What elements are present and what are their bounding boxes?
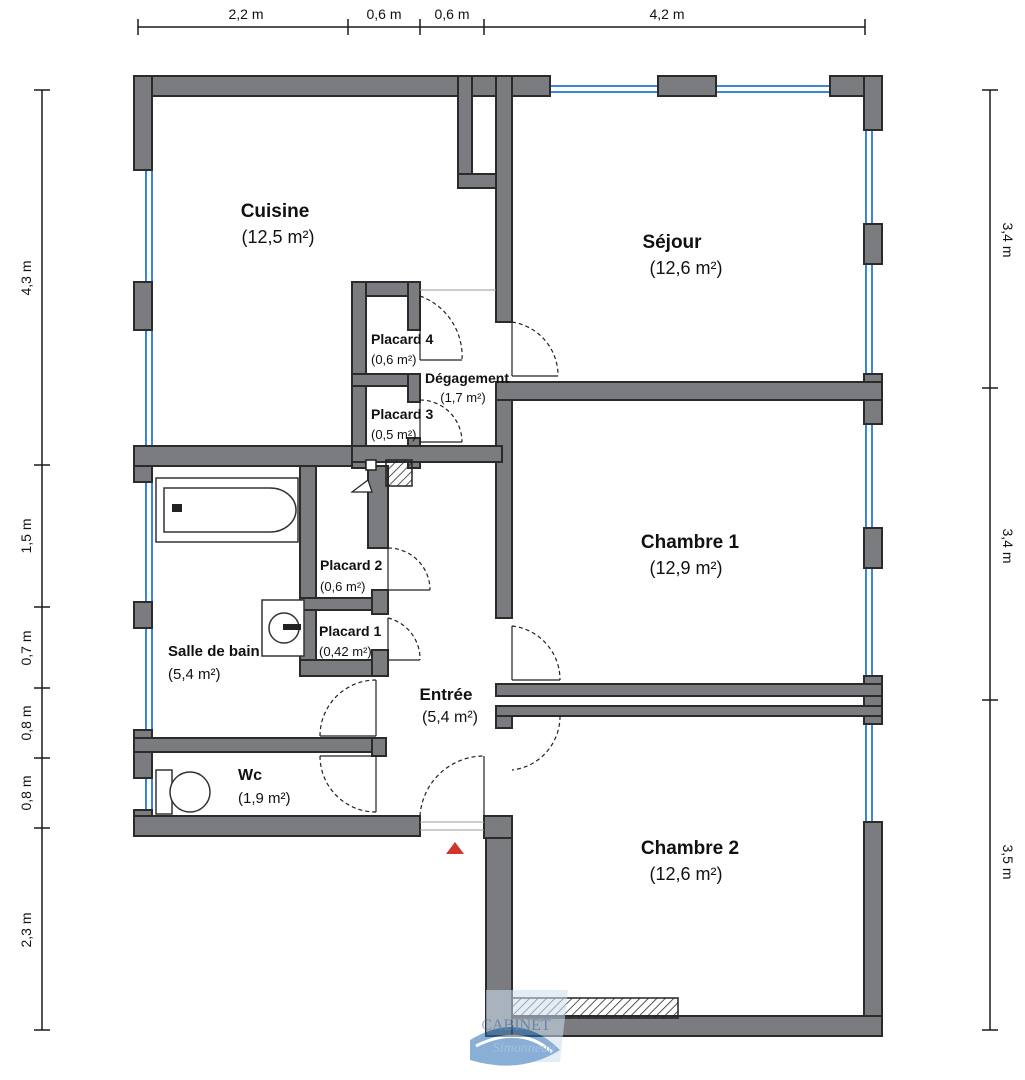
room-name-placard4: Placard 4 [371,331,433,347]
dim-right-1: 3,4 m [1000,222,1016,257]
window-bain-2 [145,625,153,733]
dim-left-6: 2,3 m [18,912,34,947]
room-name-placard3: Placard 3 [371,406,433,422]
walls [133,75,883,1037]
dim-top-3: 0,6 m [434,6,469,22]
window-bain-1 [145,481,153,603]
room-area-salle-de-bain: (5,4 m²) [168,666,221,683]
window-ch2-1 [865,721,873,825]
dim-left-1: 4,3 m [18,260,34,295]
vent-icon [350,479,373,493]
room-area-placard4: (0,6 m²) [371,352,417,367]
room-area-chambre2: (12,6 m²) [649,864,722,884]
dim-top-2: 0,6 m [366,6,401,22]
room-name-chambre2: Chambre 2 [641,838,739,859]
room-area-placard3: (0,5 m²) [371,427,417,442]
window-sejour-4 [865,261,873,375]
room-name-degagement: Dégagement [425,370,509,386]
room-name-entree: Entrée [420,685,473,704]
dim-right-3: 3,5 m [1000,844,1016,879]
dimension-left: 4,3 m 1,5 m 0,7 m 0,8 m 0,8 m 2,3 m [18,89,50,1031]
room-area-chambre1: (12,9 m²) [649,558,722,578]
dim-top-1: 2,2 m [228,6,263,22]
room-area-placard2: (0,6 m²) [320,579,366,594]
window-cuisine-2 [145,329,153,449]
watermark-logo: CABINET Simonneau [470,990,568,1066]
dimension-top: 2,2 m 0,6 m 0,6 m 4,2 m [137,6,866,35]
room-labels: Cuisine (12,5 m²) Séjour (12,6 m²) Placa… [168,201,740,884]
window-ch1-1 [865,423,873,531]
duct-hatch [385,459,413,487]
window-sejour-2 [713,85,833,93]
dim-right-2: 3,4 m [1000,528,1016,563]
window-sejour-1 [547,85,661,93]
room-name-placard1: Placard 1 [319,623,381,639]
room-area-degagement: (1,7 m²) [440,390,486,405]
watermark-line2: Simonneau [493,1041,555,1056]
room-area-wc: (1,9 m²) [238,790,291,807]
dim-left-2: 1,5 m [18,518,34,553]
window-sejour-3 [865,127,873,227]
room-name-cuisine: Cuisine [241,201,310,222]
window-cuisine-1 [145,167,153,285]
window-wc [145,775,153,813]
room-area-placard1: (0,42 m²) [319,644,372,659]
hatched-areas [365,459,679,1019]
dim-left-3: 0,7 m [18,630,34,665]
watermark-line1: CABINET [481,1017,551,1034]
dimension-right: 3,4 m 3,4 m 3,5 m [982,89,1016,1031]
room-name-wc: Wc [238,767,262,784]
room-area-sejour: (12,6 m²) [649,258,722,278]
window-ch1-2 [865,565,873,679]
room-name-sejour: Séjour [642,232,702,253]
dim-top-4: 4,2 m [649,6,684,22]
dim-left-5: 0,8 m [18,775,34,810]
fixtures [155,477,373,815]
room-name-salle-de-bain: Salle de bain [168,643,260,660]
small-duct [365,459,377,471]
room-name-chambre1: Chambre 1 [641,532,740,553]
doors [319,289,561,831]
room-area-cuisine: (12,5 m²) [241,227,314,247]
dim-left-4: 0,8 m [18,705,34,740]
entrance-marker-icon [446,842,464,854]
room-area-entree: (5,4 m²) [422,709,478,726]
room-name-placard2: Placard 2 [320,557,382,573]
